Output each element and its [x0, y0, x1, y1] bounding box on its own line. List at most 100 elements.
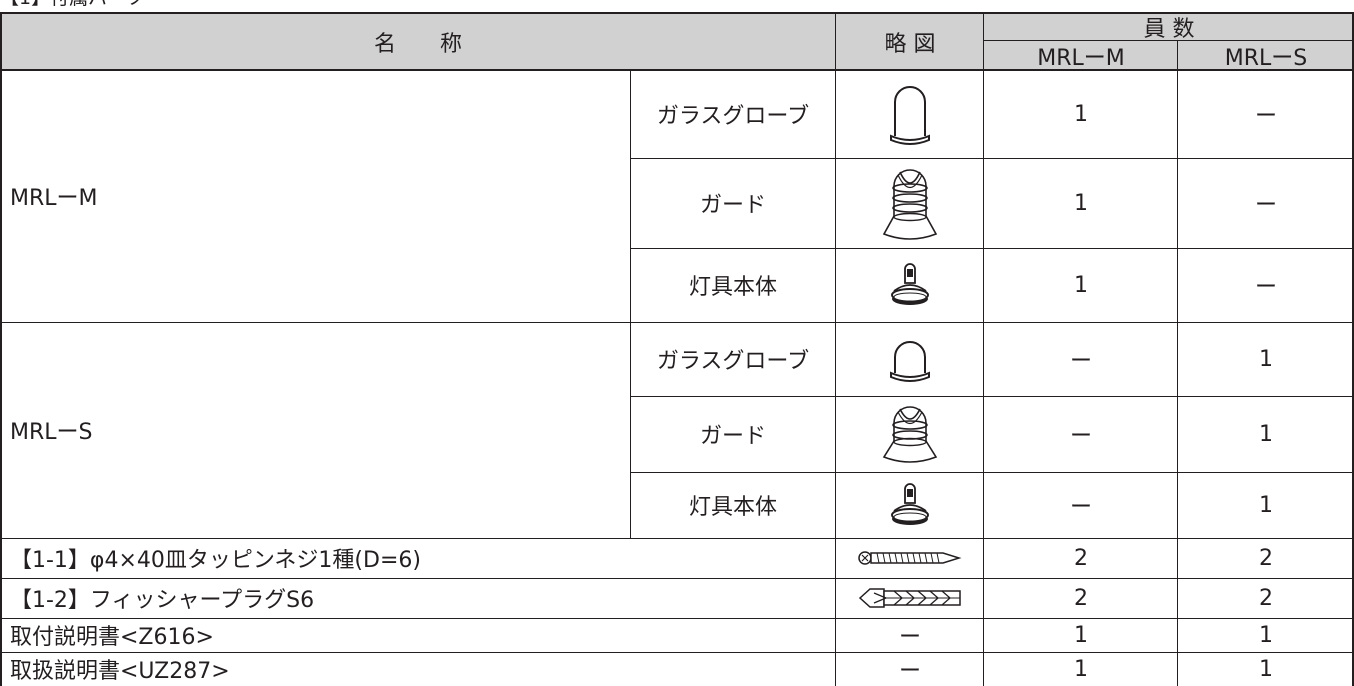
header-name-label: 名 称	[373, 31, 462, 57]
qty-m-value: ー	[1069, 349, 1092, 374]
qty-m-value: 2	[1074, 545, 1088, 571]
qty-s: 1	[1178, 396, 1354, 472]
qty-m: 2	[984, 538, 1178, 578]
part-label: 灯具本体	[688, 275, 777, 300]
qty-s: 1	[1178, 472, 1354, 538]
extra-name: 【1-1】φ4×40皿タッピンネジ1種(D=6)	[0, 538, 836, 578]
grid-line	[630, 472, 1354, 473]
qty-m-value: 1	[1074, 656, 1088, 682]
sketch-dash-value: ー	[898, 659, 921, 684]
header-model-m-label: MRLーM	[1037, 45, 1125, 71]
sketch-dash: ー	[836, 652, 984, 686]
qty-m-value: 2	[1074, 585, 1088, 611]
qty-s: ー	[1178, 70, 1354, 158]
extra-name: 取付説明書<Z616>	[0, 618, 836, 652]
header-model-s: MRLーS	[1178, 41, 1354, 71]
part-label: 灯具本体	[688, 495, 777, 520]
part-label: ガラスグローブ	[656, 104, 810, 129]
extra-name-label: 【1-2】フィッシャープラグS6	[10, 588, 315, 613]
header-sketch-label: 略 図	[884, 31, 936, 57]
part-name: 灯具本体	[630, 248, 836, 322]
grid-line	[0, 12, 2, 686]
qty-m-value: ー	[1069, 495, 1092, 520]
grid-line	[1352, 12, 1354, 686]
qty-s: 1	[1178, 322, 1354, 396]
extra-name-label: 取付説明書<Z616>	[10, 625, 214, 650]
section-title: 【1】付属パーツ	[0, 0, 145, 8]
sketch-dash-value: ー	[898, 625, 921, 650]
qty-s: 1	[1178, 618, 1354, 652]
qty-s-value: 1	[1259, 492, 1273, 518]
fixture-body-icon	[836, 472, 984, 538]
extra-name-label: 取扱説明書<UZ287>	[10, 659, 230, 684]
grid-line	[630, 396, 1354, 397]
grid-line	[0, 12, 1354, 14]
qty-m: 2	[984, 578, 1178, 618]
grid-line	[0, 652, 1354, 653]
qty-m-value: 1	[1074, 190, 1088, 216]
part-name: ガラスグローブ	[630, 70, 836, 158]
group-name-m-label: MRLーM	[10, 186, 98, 211]
header-qty: 員 数	[984, 13, 1354, 42]
qty-s-value: ー	[1254, 275, 1277, 300]
grid-line	[983, 12, 984, 686]
fixture-body-icon	[836, 248, 984, 322]
short-glass-globe-icon	[836, 322, 984, 396]
qty-s-value: ー	[1254, 193, 1277, 218]
qty-m: ー	[984, 396, 1178, 472]
qty-s: 2	[1178, 578, 1354, 618]
qty-s-value: 1	[1259, 421, 1273, 447]
header-name: 名 称	[0, 13, 836, 70]
qty-m: 1	[984, 70, 1178, 158]
grid-line	[0, 69, 1354, 71]
header-sketch: 略 図	[836, 13, 984, 70]
grid-line	[630, 70, 631, 538]
qty-m-value: 1	[1074, 622, 1088, 648]
part-label: ガラスグローブ	[656, 349, 810, 374]
qty-s-value: 2	[1259, 545, 1273, 571]
qty-m-value: 1	[1074, 101, 1088, 127]
grid-line	[0, 618, 1354, 619]
extra-name: 【1-2】フィッシャープラグS6	[0, 578, 836, 618]
qty-s: 2	[1178, 538, 1354, 578]
part-label: ガード	[699, 193, 766, 218]
grid-line	[984, 40, 1354, 41]
qty-s: ー	[1178, 158, 1354, 248]
group-name-s-label: MRLーS	[10, 420, 93, 445]
grid-line	[0, 578, 1354, 579]
part-name: ガラスグローブ	[630, 322, 836, 396]
grid-line	[630, 248, 1354, 249]
header-model-m: MRLーM	[984, 41, 1178, 71]
fischer-plug-icon	[836, 578, 984, 618]
grid-line	[0, 538, 1354, 539]
qty-m: ー	[984, 322, 1178, 396]
grid-line	[0, 322, 1354, 323]
qty-m: 1	[984, 158, 1178, 248]
header-model-s-label: MRLーS	[1224, 45, 1308, 71]
tall-wire-guard-icon	[836, 158, 984, 248]
part-name: ガード	[630, 396, 836, 472]
tall-glass-globe-icon	[836, 70, 984, 158]
header-qty-label: 員 数	[1143, 17, 1195, 42]
qty-m: ー	[984, 472, 1178, 538]
group-name-s: MRLーS	[0, 322, 630, 538]
qty-m-value: 1	[1074, 272, 1088, 298]
part-name: ガード	[630, 158, 836, 248]
qty-m: 1	[984, 652, 1178, 686]
qty-m: 1	[984, 248, 1178, 322]
short-wire-guard-icon	[836, 396, 984, 472]
qty-s-value: 2	[1259, 585, 1273, 611]
qty-s-value: 1	[1259, 346, 1273, 372]
grid-line	[835, 12, 836, 686]
qty-s-value: 1	[1259, 656, 1273, 682]
extra-name-label: 【1-1】φ4×40皿タッピンネジ1種(D=6)	[10, 548, 421, 573]
qty-m: 1	[984, 618, 1178, 652]
qty-s: 1	[1178, 652, 1354, 686]
qty-s: ー	[1178, 248, 1354, 322]
qty-m-value: ー	[1069, 424, 1092, 449]
qty-s-value: ー	[1254, 104, 1277, 129]
grid-line	[1177, 40, 1178, 686]
tapping-screw-icon	[836, 538, 984, 578]
grid-line	[630, 158, 1354, 159]
